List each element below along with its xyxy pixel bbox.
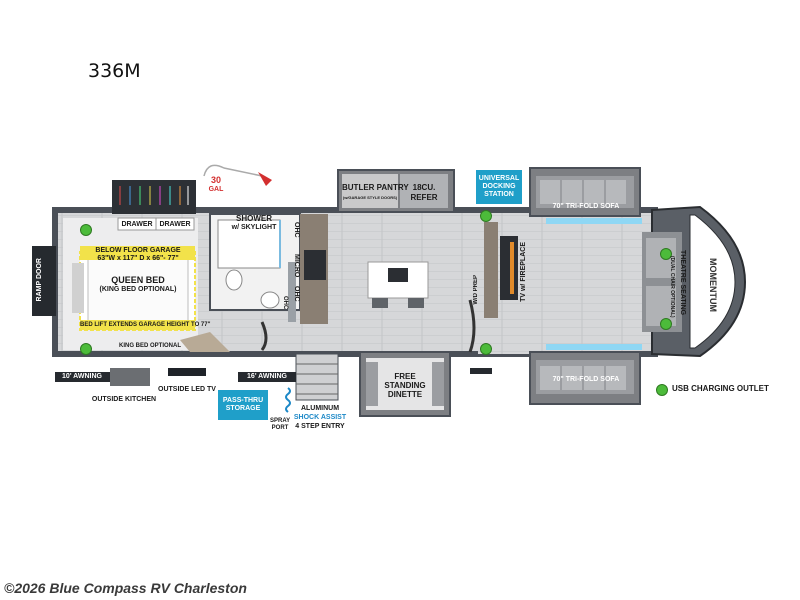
refer-size-label: 18CU. (412, 183, 436, 192)
shower-label: SHOWER (236, 214, 272, 223)
refer-label: REFER (410, 193, 438, 202)
sofa-bottom-label: 70" TRI-FOLD SOFA (552, 376, 620, 383)
page-title: 336M (88, 60, 141, 82)
ohc-label-3: OHC (282, 296, 288, 310)
skylight-label: w/ SKYLIGHT (231, 224, 277, 231)
tv-fireplace-label: TV w/ FIREPLACE (520, 242, 527, 302)
drawer-label-2: DRAWER (159, 221, 191, 228)
ohc-label-2: OHC (293, 286, 300, 302)
drawer-label-1: DRAWER (121, 221, 153, 228)
gal-number: 30 (210, 175, 221, 185)
ramp-door-label: RAMP DOOR (36, 258, 43, 302)
ramp-door (32, 246, 56, 316)
usb-dot-5 (660, 248, 672, 260)
awning-16-label: 16' AWNING (247, 373, 287, 380)
theatre-label: THEATRE SEATING (679, 250, 686, 316)
queen-bed-label: QUEEN BED (111, 275, 165, 285)
usb-dot-3 (480, 210, 492, 222)
outside-tv-label: OUTSIDE LED TV (158, 386, 216, 393)
shock-assist-label: SHOCK ASSIST (293, 414, 347, 421)
bed-lift-label: BED LIFT EXTENDS GARAGE HEIGHT TO 77" (80, 322, 211, 328)
usb-legend-dot (656, 384, 668, 396)
wd-prep-label: W/D PREP (473, 275, 479, 305)
spray-port-label: SPRAY PORT (270, 418, 291, 431)
step-entry-label: 4 STEP ENTRY (295, 423, 345, 430)
usb-outlet-legend: USB CHARGING OUTLET (672, 384, 769, 393)
usb-dot-2 (80, 343, 92, 355)
entry-steps (295, 353, 339, 401)
aluminum-label: ALUMINUM (300, 405, 340, 412)
gal-unit: GAL (208, 186, 224, 193)
king-option-label: (KING BED OPTIONAL) (99, 286, 177, 293)
watermark: ©2026 Blue Compass RV Charleston (4, 580, 247, 596)
pass-thru-tag: PASS-THRU STORAGE (218, 390, 268, 420)
svg-text:MOMENTUM: MOMENTUM (708, 258, 718, 312)
theatre-sub-label: (DUAL CHAIR OPTIONAL) (669, 256, 675, 318)
butler-pantry-label: BUTLER PANTRY (342, 183, 409, 192)
garage-doors-label: (w/GARAGE STYLE DOORS) (342, 195, 398, 200)
docking-station-tag: UNIVERSAL DOCKING STATION (476, 170, 522, 204)
usb-dot-4 (480, 343, 492, 355)
sofa-top-label: 70" TRI-FOLD SOFA (552, 203, 620, 210)
awning-10-label: 10' AWNING (62, 373, 102, 380)
garage-label: BELOW FLOOR GARAGE (95, 247, 181, 254)
usb-dot-6 (660, 318, 672, 330)
usb-dot-1 (80, 224, 92, 236)
micro-label: MICRO (293, 254, 300, 278)
king-bed-optional-label: KING BED OPTIONAL (118, 343, 181, 349)
outside-kitchen-label: OUTSIDE KITCHEN (91, 396, 157, 403)
garage-dims: 63"W x 117" D x 66"- 77" (97, 255, 179, 262)
dinette-label: FREE STANDING DINETTE (384, 372, 426, 399)
ohc-label-1: OHC (293, 222, 300, 238)
